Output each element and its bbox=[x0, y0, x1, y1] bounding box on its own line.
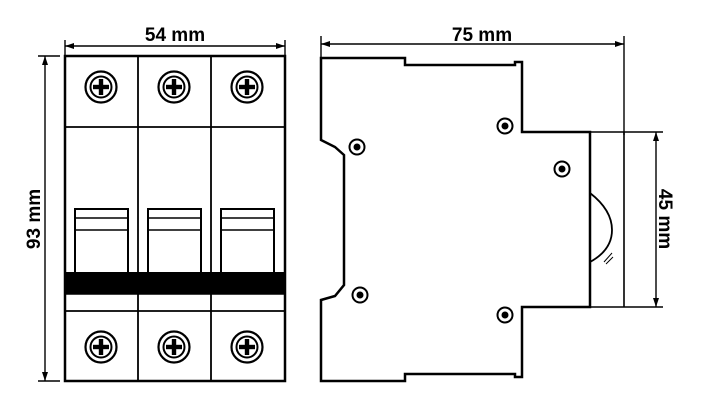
rail-dimension: 45 mm bbox=[624, 131, 675, 308]
rivet-icon bbox=[348, 138, 366, 156]
width-dimension: 54 mm bbox=[64, 25, 286, 56]
rail-height-label: 45 mm bbox=[654, 189, 675, 249]
height-dimension: 93 mm bbox=[24, 55, 60, 382]
depth-label: 75 mm bbox=[452, 25, 512, 46]
rivet-icon bbox=[496, 306, 514, 324]
terminal-screw-icon bbox=[157, 330, 191, 364]
terminal-screw-icon bbox=[84, 70, 118, 104]
toggle-lever bbox=[74, 208, 129, 274]
width-label: 54 mm bbox=[145, 25, 205, 46]
terminal-screw-icon bbox=[84, 330, 118, 364]
rivet-icon bbox=[553, 160, 571, 178]
toggle-lever bbox=[147, 208, 202, 274]
depth-dimension: 75 mm bbox=[320, 25, 625, 135]
rivet-icon bbox=[496, 117, 514, 135]
side-profile bbox=[319, 56, 592, 383]
toggle-lever bbox=[220, 208, 275, 274]
front-view: 54 mm 93 mm bbox=[24, 25, 287, 383]
toggle-bar bbox=[65, 272, 285, 294]
rivet-icon bbox=[351, 286, 369, 304]
terminal-screw-icon bbox=[157, 70, 191, 104]
height-label: 93 mm bbox=[24, 189, 45, 249]
side-view: 75 mm 45 mm bbox=[319, 25, 675, 383]
terminal-screw-icon bbox=[230, 70, 264, 104]
terminal-screw-icon bbox=[230, 330, 264, 364]
